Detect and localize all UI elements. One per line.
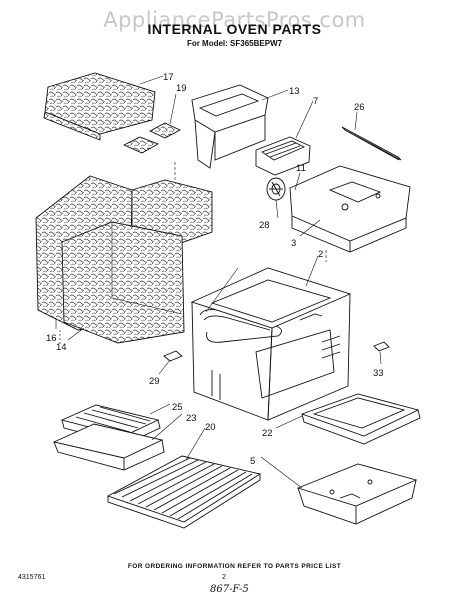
part-17-top-insulation — [43, 72, 156, 141]
callout-25: 25 — [172, 402, 183, 413]
callout-7: 7 — [313, 96, 318, 107]
part-16-14-side-insulation — [35, 175, 213, 344]
handwritten-code: 867-F-5 — [210, 584, 249, 595]
document-number: 4315761 — [18, 574, 46, 581]
callout-labels: 17 19 13 7 26 11 28 3 2 16 14 29 33 25 2… — [46, 72, 384, 467]
watermark: AppliancePartsPros.com — [103, 8, 366, 32]
callout-2: 2 — [318, 249, 323, 260]
callout-20: 20 — [205, 422, 216, 433]
part-22-oven-bottom-frame — [300, 393, 421, 445]
part-20-oven-rack — [106, 455, 262, 529]
callout-16: 16 — [46, 333, 57, 344]
callout-5: 5 — [250, 456, 255, 467]
part-3-duct-housing — [289, 165, 411, 253]
callout-29: 29 — [149, 376, 160, 387]
callout-11: 11 — [296, 163, 306, 174]
part-7-vent-cover — [255, 136, 311, 176]
callout-26: 26 — [354, 102, 365, 113]
callout-3: 3 — [291, 238, 296, 249]
part-11-broil-element — [199, 309, 282, 343]
callout-19: 19 — [176, 83, 187, 94]
callout-13: 13 — [289, 86, 300, 97]
part-5-oven-bottom — [296, 463, 418, 525]
leader-lines — [55, 75, 382, 489]
page-number: 2 — [222, 574, 226, 581]
ordering-note: FOR ORDERING INFORMATION REFER TO PARTS … — [127, 563, 342, 570]
callout-22: 22 — [262, 428, 273, 439]
part-2-oven-liner — [190, 267, 352, 421]
callout-33: 33 — [373, 368, 384, 379]
part-19-insulation-pads — [122, 122, 182, 154]
callout-28: 28 — [259, 220, 270, 231]
callout-23: 23 — [186, 413, 197, 424]
page-title: INTERNAL OVEN PARTS — [147, 21, 322, 37]
model-subtitle: For Model: SF365BEPW7 — [186, 39, 283, 48]
part-26-gasket — [341, 126, 402, 161]
callout-14: 14 — [56, 342, 67, 353]
part-33-clip — [373, 341, 390, 352]
part-29-clip — [163, 350, 183, 362]
callout-17: 17 — [163, 72, 174, 83]
part-23-broiler-pan — [52, 423, 165, 471]
part-28-fan — [266, 177, 286, 201]
part-13-vent-duct — [191, 84, 269, 169]
